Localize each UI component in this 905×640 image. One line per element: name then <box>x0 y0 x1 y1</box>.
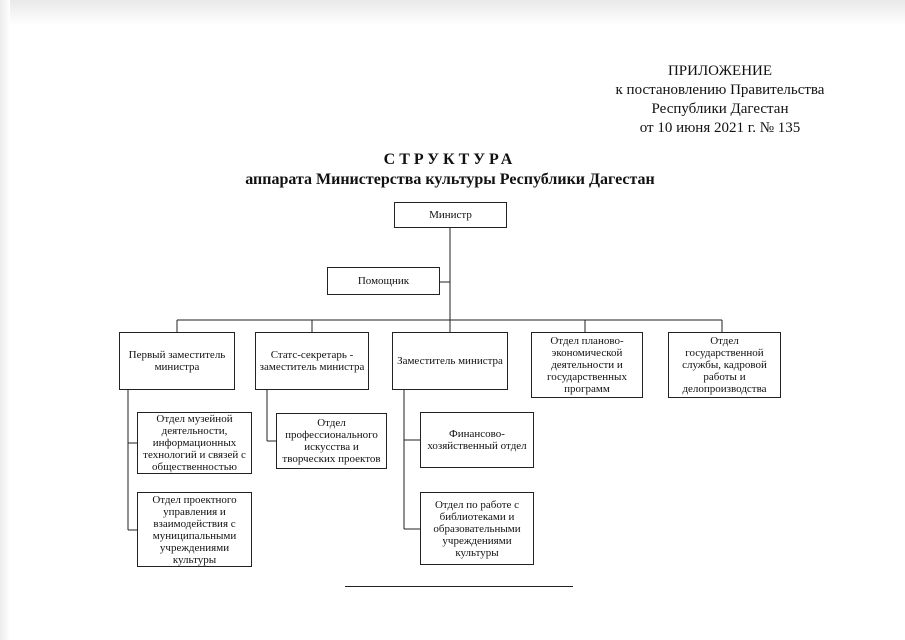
org-label-civil-service-dept: Отдел государственной службы, кадровой р… <box>682 335 767 395</box>
org-box-project-dept: Отдел проектного управления и взаимодейс… <box>137 492 252 567</box>
org-label-project-dept: Отдел проектного управления и взаимодейс… <box>152 493 237 566</box>
org-box-assistant: Помощник <box>327 267 440 295</box>
appendix-resolution-line: к постановлению Правительства <box>615 82 825 98</box>
document-title: СТРУКТУРА аппарата Министерства культуры… <box>150 150 750 190</box>
appendix-region-line: Республики Дагестан <box>651 101 789 117</box>
org-label-finance-dept: Финансово-хозяйственный отдел <box>427 428 527 452</box>
org-label-deputy-minister: Заместитель министра <box>397 355 503 367</box>
appendix-label: ПРИЛОЖЕНИЕ <box>667 63 773 79</box>
title-subtitle: аппарата Министерства культуры Республик… <box>245 171 655 188</box>
org-box-state-secretary: Статс-секретарь - заместитель министра <box>255 332 369 390</box>
org-box-first-deputy: Первый заместитель министра <box>119 332 235 390</box>
org-label-assistant: Помощник <box>357 275 410 287</box>
org-box-finance-dept: Финансово-хозяйственный отдел <box>420 412 534 468</box>
org-label-state-secretary: Статс-секретарь - заместитель министра <box>259 349 365 373</box>
org-box-libraries-dept: Отдел по работе с библиотеками и образов… <box>420 492 534 565</box>
scan-shadow-top <box>0 0 905 26</box>
scan-shadow-left <box>0 0 10 640</box>
org-label-minister: Министр <box>429 209 472 221</box>
closing-rule <box>345 586 573 587</box>
title-main: СТРУКТУРА <box>383 151 517 168</box>
org-box-minister: Министр <box>394 202 507 228</box>
org-label-planning-dept: Отдел планово-экономической деятельности… <box>547 335 627 395</box>
org-box-deputy-minister: Заместитель министра <box>392 332 508 390</box>
appendix-date-number: от 10 июня 2021 г. № 135 <box>639 120 801 136</box>
org-label-professional-art-dept: Отдел профессионального искусства и твор… <box>282 417 381 465</box>
org-label-first-deputy: Первый заместитель министра <box>128 349 226 373</box>
org-label-libraries-dept: Отдел по работе с библиотеками и образов… <box>433 498 521 559</box>
appendix-header: ПРИЛОЖЕНИЕ к постановлению Правительства… <box>560 62 880 138</box>
org-box-planning-dept: Отдел планово-экономической деятельности… <box>531 332 643 398</box>
org-label-museum-dept: Отдел музейной деятельности, информацион… <box>143 413 246 473</box>
org-box-professional-art-dept: Отдел профессионального искусства и твор… <box>276 413 387 469</box>
org-box-civil-service-dept: Отдел государственной службы, кадровой р… <box>668 332 781 398</box>
org-box-museum-dept: Отдел музейной деятельности, информацион… <box>137 412 252 474</box>
